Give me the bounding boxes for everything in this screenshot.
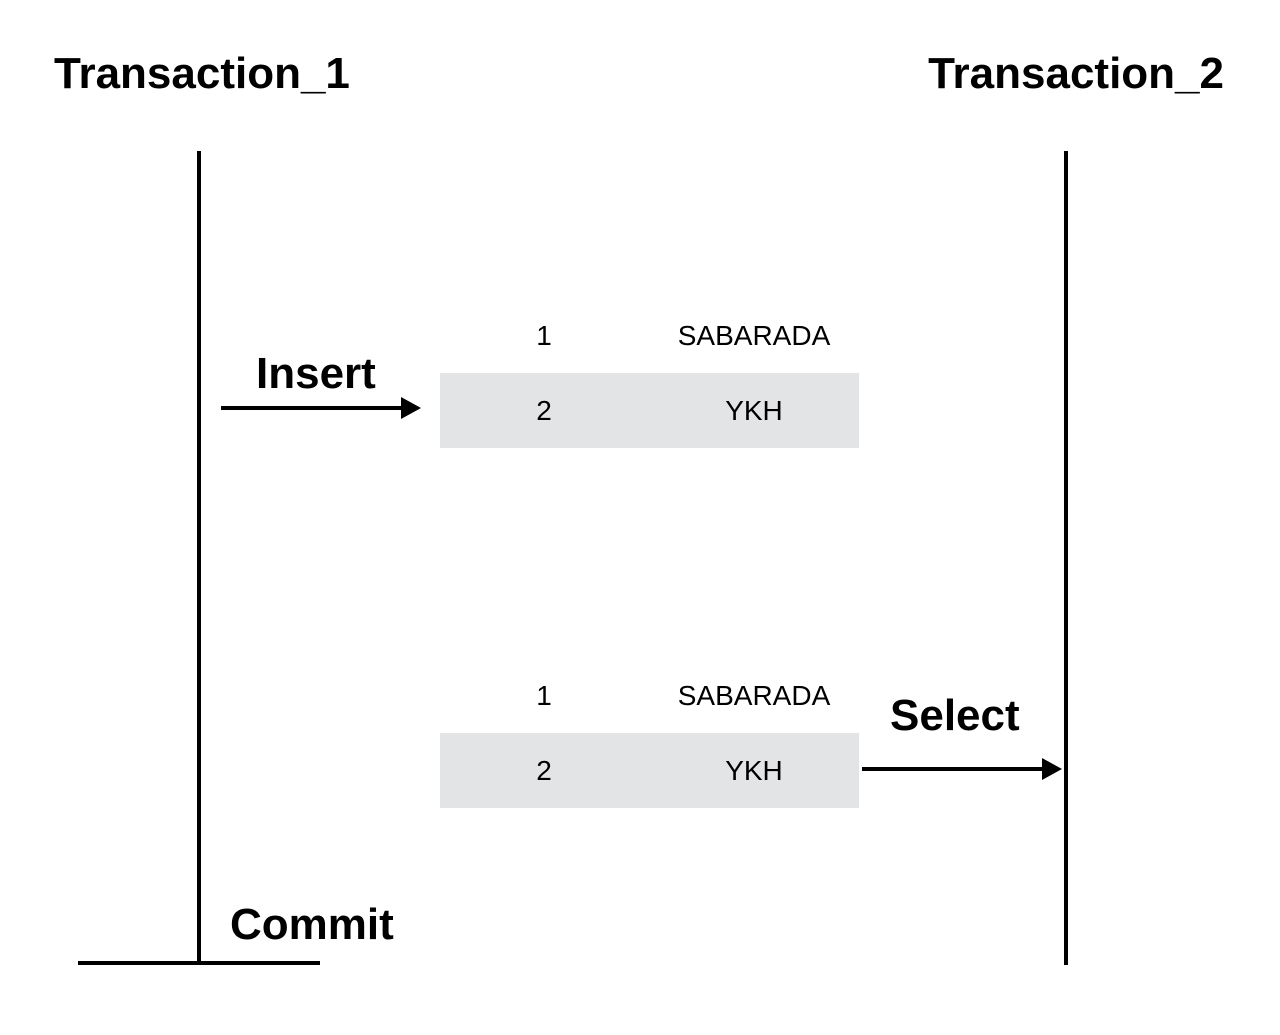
select-arrow: [862, 757, 1062, 781]
transaction-1-lifeline: [197, 151, 201, 965]
row-name: SABARADA: [677, 320, 831, 351]
insert-label: Insert: [256, 349, 376, 398]
commit-bar: [78, 961, 320, 965]
insert-arrow: [221, 396, 421, 420]
table-row: 2 YKH: [440, 733, 859, 808]
insert-arrow-head-icon: [401, 397, 421, 419]
row-id: 2: [536, 755, 552, 786]
row-name: SABARADA: [677, 680, 831, 711]
row-name: YKH: [725, 395, 783, 426]
commit-label: Commit: [230, 900, 394, 949]
select-label: Select: [890, 691, 1020, 740]
table-row: 1 SABARADA: [440, 658, 859, 733]
transaction-2-lifeline: [1064, 151, 1068, 965]
insert-arrow-shaft: [221, 406, 403, 410]
transaction-1-title: Transaction_1: [54, 49, 350, 98]
table-row: 1 SABARADA: [440, 298, 859, 373]
transaction-2-title: Transaction_2: [928, 49, 1224, 98]
inserted-rows-table: 1 SABARADA 2 YKH: [440, 298, 859, 448]
table-row: 2 YKH: [440, 373, 859, 448]
select-arrow-head-icon: [1042, 758, 1062, 780]
select-arrow-shaft: [862, 767, 1044, 771]
row-id: 1: [536, 320, 552, 351]
row-id: 1: [536, 680, 552, 711]
row-id: 2: [536, 395, 552, 426]
selected-rows-table: 1 SABARADA 2 YKH: [440, 658, 859, 808]
row-name: YKH: [725, 755, 783, 786]
